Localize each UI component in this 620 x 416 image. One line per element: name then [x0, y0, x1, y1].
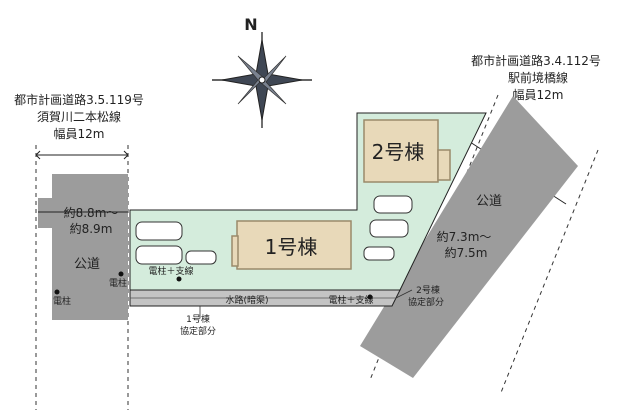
- left-road-width-dimension: [35, 150, 129, 160]
- car-icon: [373, 195, 413, 214]
- right-road-width-line-2: 約7.5m: [445, 245, 488, 260]
- left-road-title-line-2: 須賀川二本松線: [37, 109, 121, 124]
- left-road-width-line-2: 約8.9m: [70, 221, 113, 236]
- agreement-1-label-line-1: 1号棟: [186, 313, 210, 325]
- left-road-title-line-1: 都市計画道路3.5.119号: [14, 92, 144, 107]
- left-road-title-line-3: 幅員12m: [54, 126, 105, 141]
- utility-pole-label-1: 電柱: [53, 295, 71, 307]
- north-label: N: [244, 15, 257, 34]
- compass-rose: N: [212, 15, 312, 128]
- car-icon: [135, 221, 183, 241]
- agreement-1-label-line-2: 協定部分: [180, 325, 216, 337]
- agreement-2-label-line-1: 2号棟: [416, 284, 440, 296]
- building-2-label: 2号棟: [372, 140, 425, 164]
- utility-pole-marker-1: [54, 289, 60, 295]
- agreement-2-leader: [395, 289, 413, 299]
- utility-pole-marker-3: [176, 276, 182, 282]
- left-public-road: [38, 174, 128, 320]
- parking-cars-building-2: [363, 195, 413, 261]
- right-public-road-label: 公道: [476, 194, 502, 209]
- parking-cars-building-1: [135, 221, 217, 265]
- car-icon: [185, 250, 217, 265]
- car-icon: [135, 245, 183, 265]
- building-2: [363, 119, 439, 183]
- waterway-label: 水路(暗渠): [225, 294, 268, 306]
- left-public-road-label: 公道: [74, 257, 100, 272]
- pole-and-stay-label-1: 電柱＋支線: [148, 265, 193, 277]
- car-icon: [369, 219, 409, 238]
- right-road-width-line-1: 約7.3m〜: [437, 229, 492, 244]
- building-1-label: 1号棟: [265, 235, 318, 259]
- car-icon: [363, 246, 395, 261]
- right-road-title-line-1: 都市計画道路3.4.112号: [471, 53, 601, 68]
- right-road-title: 都市計画道路3.4.112号 駅前境橋線 幅員12m: [471, 53, 601, 102]
- left-road-title: 都市計画道路3.5.119号 須賀川二本松線 幅員12m: [14, 92, 144, 141]
- building-2-wing: [437, 149, 451, 181]
- compass-center: [258, 76, 266, 84]
- utility-pole-marker-2: [118, 271, 124, 277]
- building-1-wing: [231, 235, 239, 267]
- pole-and-stay-label-2: 電柱＋支線: [328, 294, 373, 306]
- utility-pole-marker-4: [367, 294, 373, 300]
- right-public-road: [360, 96, 578, 378]
- utility-pole-label-2: 電柱: [109, 277, 127, 289]
- agreement-2-label-line-2: 協定部分: [408, 296, 444, 308]
- right-road-title-line-2: 駅前境橋線: [508, 70, 568, 85]
- right-road-title-line-3: 幅員12m: [513, 87, 564, 102]
